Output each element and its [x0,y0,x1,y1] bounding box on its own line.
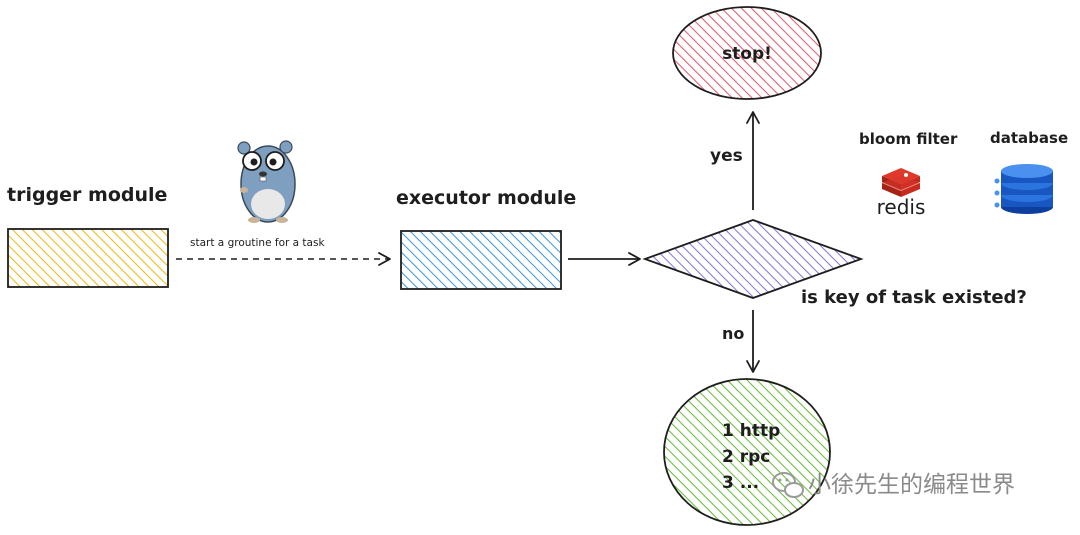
decision-diamond [642,219,864,299]
trigger-module-label: trigger module [7,184,167,206]
step-item: 1 http [722,421,780,441]
database-label: database [990,129,1068,147]
bloom-filter-label: bloom filter [859,130,958,148]
go-gopher-icon [237,140,296,223]
executor-module-box [400,230,562,290]
redis-icon [882,168,920,197]
wechat-icon [772,472,804,498]
redis-logo-text: redis [877,195,926,219]
yes-label: yes [710,146,743,166]
stop-label: stop! [722,44,772,64]
dashed-arrow-label: start a groutine for a task [190,237,325,249]
step-item: 3 ... [722,473,759,493]
stop-node [672,6,822,100]
decision-label: is key of task existed? [801,287,1027,308]
trigger-module-box [7,228,169,288]
executor-module-label: executor module [396,187,576,209]
watermark-text: 小徐先生的编程世界 [808,472,1015,498]
no-label: no [722,324,744,343]
step-item: 2 rpc [722,447,770,467]
database-icon [994,164,1053,214]
